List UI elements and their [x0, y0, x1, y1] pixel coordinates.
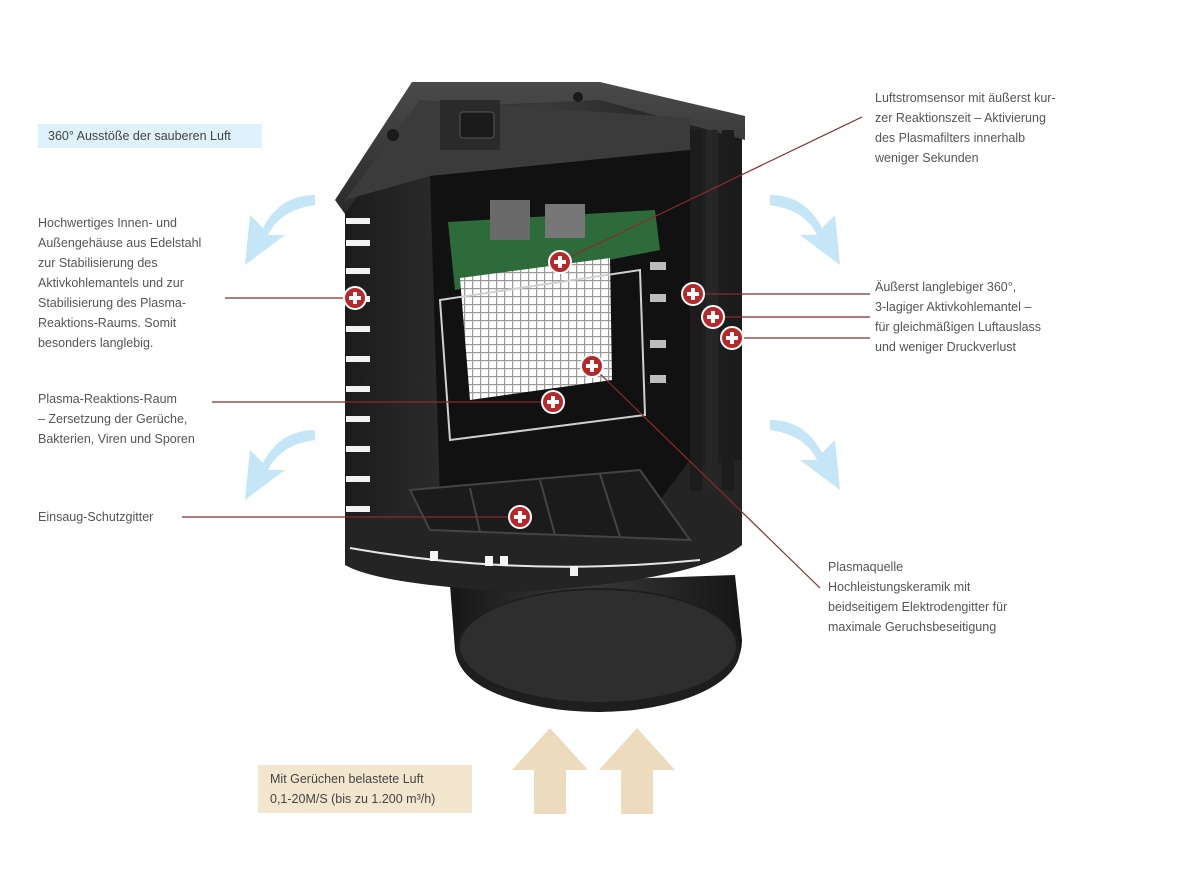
intake-grid-label: Einsaug-Schutzgitter: [38, 510, 154, 524]
plus-circle-icon: [548, 250, 572, 274]
housing-label: Hochwertiges Innen- und Außengehäuse aus…: [38, 216, 202, 350]
curved-arrow-icon: [770, 420, 840, 490]
up-arrow-icon: [599, 728, 675, 814]
curved-arrow-icon: [770, 195, 840, 265]
base-marks: [430, 551, 578, 576]
carbon-label: Äußerst langlebiger 360°, 3-lagiger Akti…: [875, 280, 1042, 354]
plus-circle-icon: [343, 286, 367, 310]
plus-circle-icon: [580, 354, 604, 378]
plus-circle-icon: [541, 390, 565, 414]
plus-circle-icon: [720, 326, 744, 350]
up-arrow-icon: [512, 728, 588, 814]
sensor-label: Luftstromsensor mit äußerst kur- zer Rea…: [875, 91, 1056, 165]
carbon-layer-right: [690, 130, 734, 490]
plus-circle-icon: [681, 282, 705, 306]
leader-sensor: [559, 116, 863, 263]
intake-nozzle: [450, 575, 742, 712]
curved-arrow-icon: [245, 195, 315, 265]
plus-circle-icon: [701, 305, 725, 329]
outflow-label: 360° Ausstöße der sauberen Luft: [38, 124, 262, 148]
inflow-label: Mit Gerüchen belastete Luft 0,1-20M/S (b…: [258, 765, 472, 813]
plasma-source-label: Plasmaquelle Hochleistungskeramik mit be…: [828, 560, 1008, 634]
plus-circle-icon: [508, 505, 532, 529]
plasma-room-label: Plasma-Reaktions-Raum – Zersetzung der G…: [38, 392, 195, 446]
leader-plasma-source: [591, 365, 821, 589]
curved-arrow-icon: [245, 430, 315, 500]
